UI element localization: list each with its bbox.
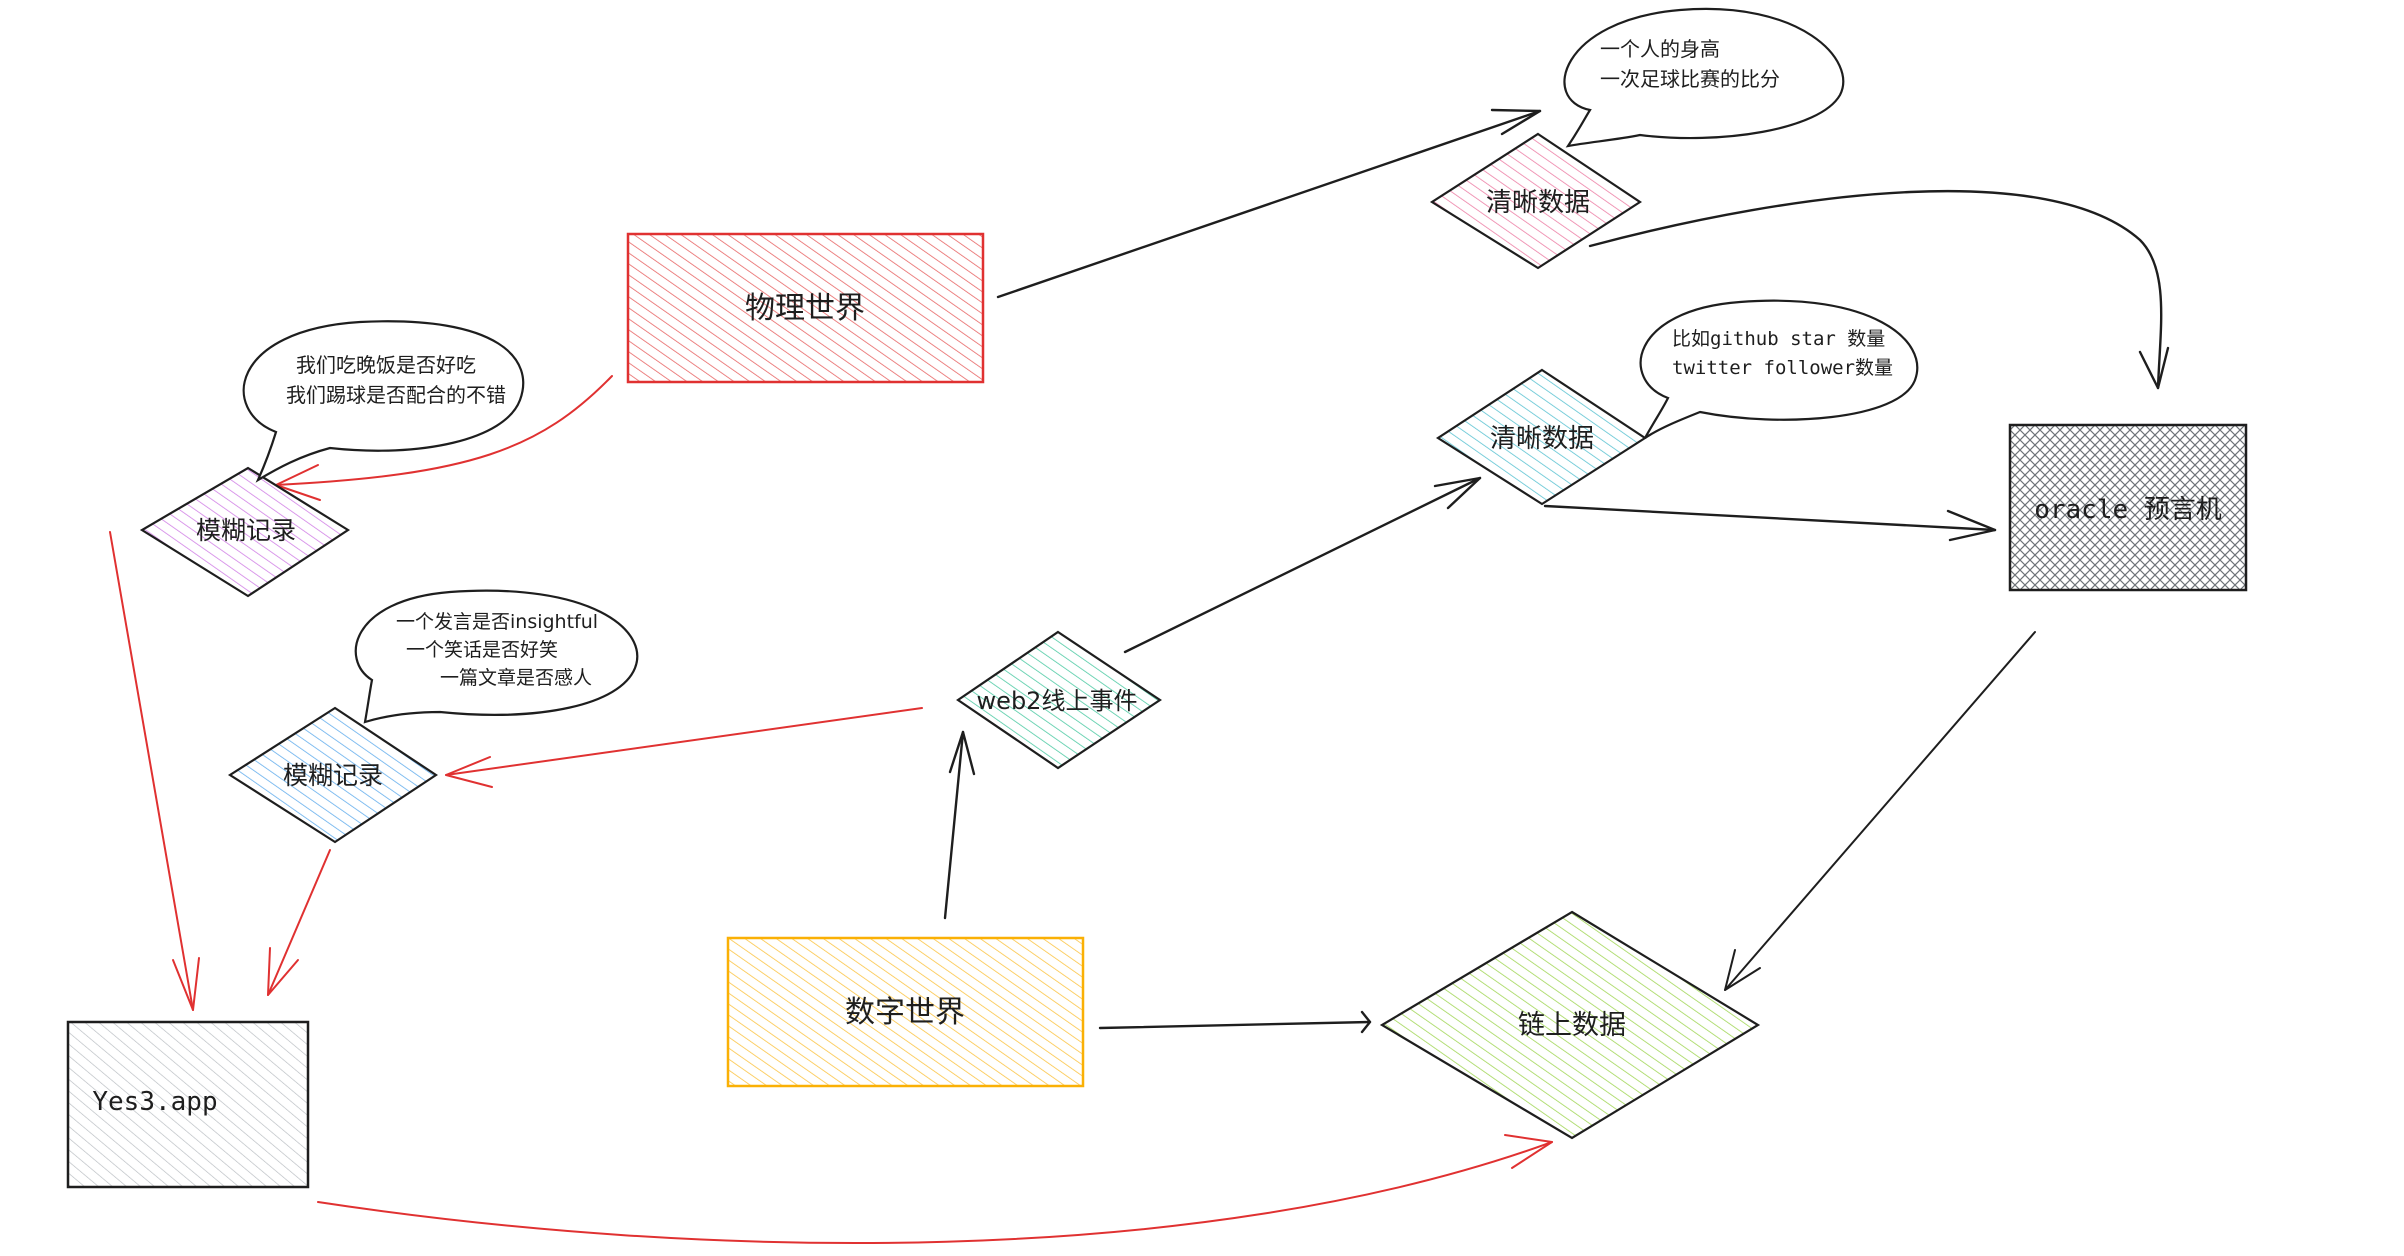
arrow-fuzzy-mid-to-yes3 [267, 849, 331, 996]
node-digital-world[interactable]: 数字世界 [726, 936, 1085, 1088]
arrow-clear-data-mid-to-oracle [1543, 504, 1997, 532]
arrowhead [1504, 1134, 1553, 1169]
arrowhead [445, 756, 493, 788]
arrow-oracle-to-onchain [1724, 631, 2036, 991]
node-physical-world-label: 物理世界 [745, 291, 865, 326]
arrow-yes3-to-onchain [317, 1141, 1553, 1244]
arrowhead [1433, 476, 1482, 510]
arrowhead [267, 947, 299, 996]
arrowhead [172, 957, 200, 1011]
arrow-digital-to-web2 [943, 730, 965, 920]
arrowhead [2138, 346, 2170, 390]
node-clear-data-top-label: 清晰数据 [1486, 188, 1590, 218]
arrow-physical-to-fuzzy-top [275, 375, 613, 486]
callout-line: 我们吃晚饭是否好吃 [296, 353, 476, 377]
node-physical-world[interactable]: 物理世界 [626, 232, 985, 384]
node-clear-data-mid-label: 清晰数据 [1490, 424, 1594, 454]
callout-line: 一次足球比赛的比分 [1600, 67, 1780, 91]
callout-line: 一个发言是否insightful [396, 611, 598, 633]
node-web2-event-label: web2线上事件 [977, 687, 1138, 715]
node-fuzzy-record-mid[interactable]: 模糊记录 [227, 706, 438, 844]
callout-line: 比如github star 数量 [1672, 328, 1885, 350]
arrowhead [1490, 108, 1542, 136]
callout-line: 我们踢球是否配合的不错 [286, 383, 506, 407]
arrowhead [1946, 509, 1997, 542]
node-oracle[interactable]: oracle 预言机 [2008, 423, 2248, 592]
node-onchain-data-label: 链上数据 [1518, 1010, 1626, 1041]
node-digital-world-label: 数字世界 [845, 995, 965, 1030]
node-fuzzy-record-top-label: 模糊记录 [196, 516, 296, 545]
callout-line: 一篇文章是否感人 [440, 667, 592, 689]
arrow-digital-to-onchain [1098, 1020, 1372, 1030]
node-onchain-data[interactable]: 链上数据 [1379, 910, 1761, 1140]
callout-line: 一个笑话是否好笑 [406, 639, 558, 661]
callout-line: 一个人的身高 [1600, 37, 1720, 61]
node-fuzzy-record-top[interactable]: 模糊记录 [139, 466, 351, 598]
arrow-web2-to-fuzzy-mid [445, 707, 923, 776]
node-web2-event[interactable]: web2线上事件 [956, 630, 1162, 770]
arrow-clear-data-top-to-oracle [1588, 189, 2163, 390]
node-oracle-label: oracle 预言机 [2034, 495, 2222, 525]
arrowhead [1724, 949, 1761, 991]
arrowhead [948, 730, 976, 776]
callout-dinner-football: 我们吃晚饭是否好吃 我们踢球是否配合的不错 [242, 320, 525, 483]
node-clear-data-mid[interactable]: 清晰数据 [1435, 368, 1648, 506]
callout-speech-joke-article: 一个发言是否insightful 一个笑话是否好笑 一篇文章是否感人 [354, 589, 639, 724]
node-fuzzy-record-mid-label: 模糊记录 [283, 761, 383, 790]
callout-github-twitter: 比如github star 数量 twitter follower数量 [1639, 299, 1919, 439]
arrow-web2-to-clear-data-mid [1123, 476, 1482, 654]
callout-line: twitter follower数量 [1672, 357, 1893, 379]
arrow-fuzzy-top-to-yes3 [109, 531, 194, 1011]
callout-height-score: 一个人的身高 一次足球比赛的比分 [1563, 7, 1845, 148]
node-yes3-app-label: Yes3.app [92, 1087, 217, 1117]
arrowhead [1360, 1010, 1372, 1034]
arrow-physical-to-clear-data-top [996, 109, 1542, 299]
node-clear-data-top[interactable]: 清晰数据 [1429, 132, 1643, 270]
node-yes3-app[interactable]: Yes3.app [66, 1020, 310, 1189]
